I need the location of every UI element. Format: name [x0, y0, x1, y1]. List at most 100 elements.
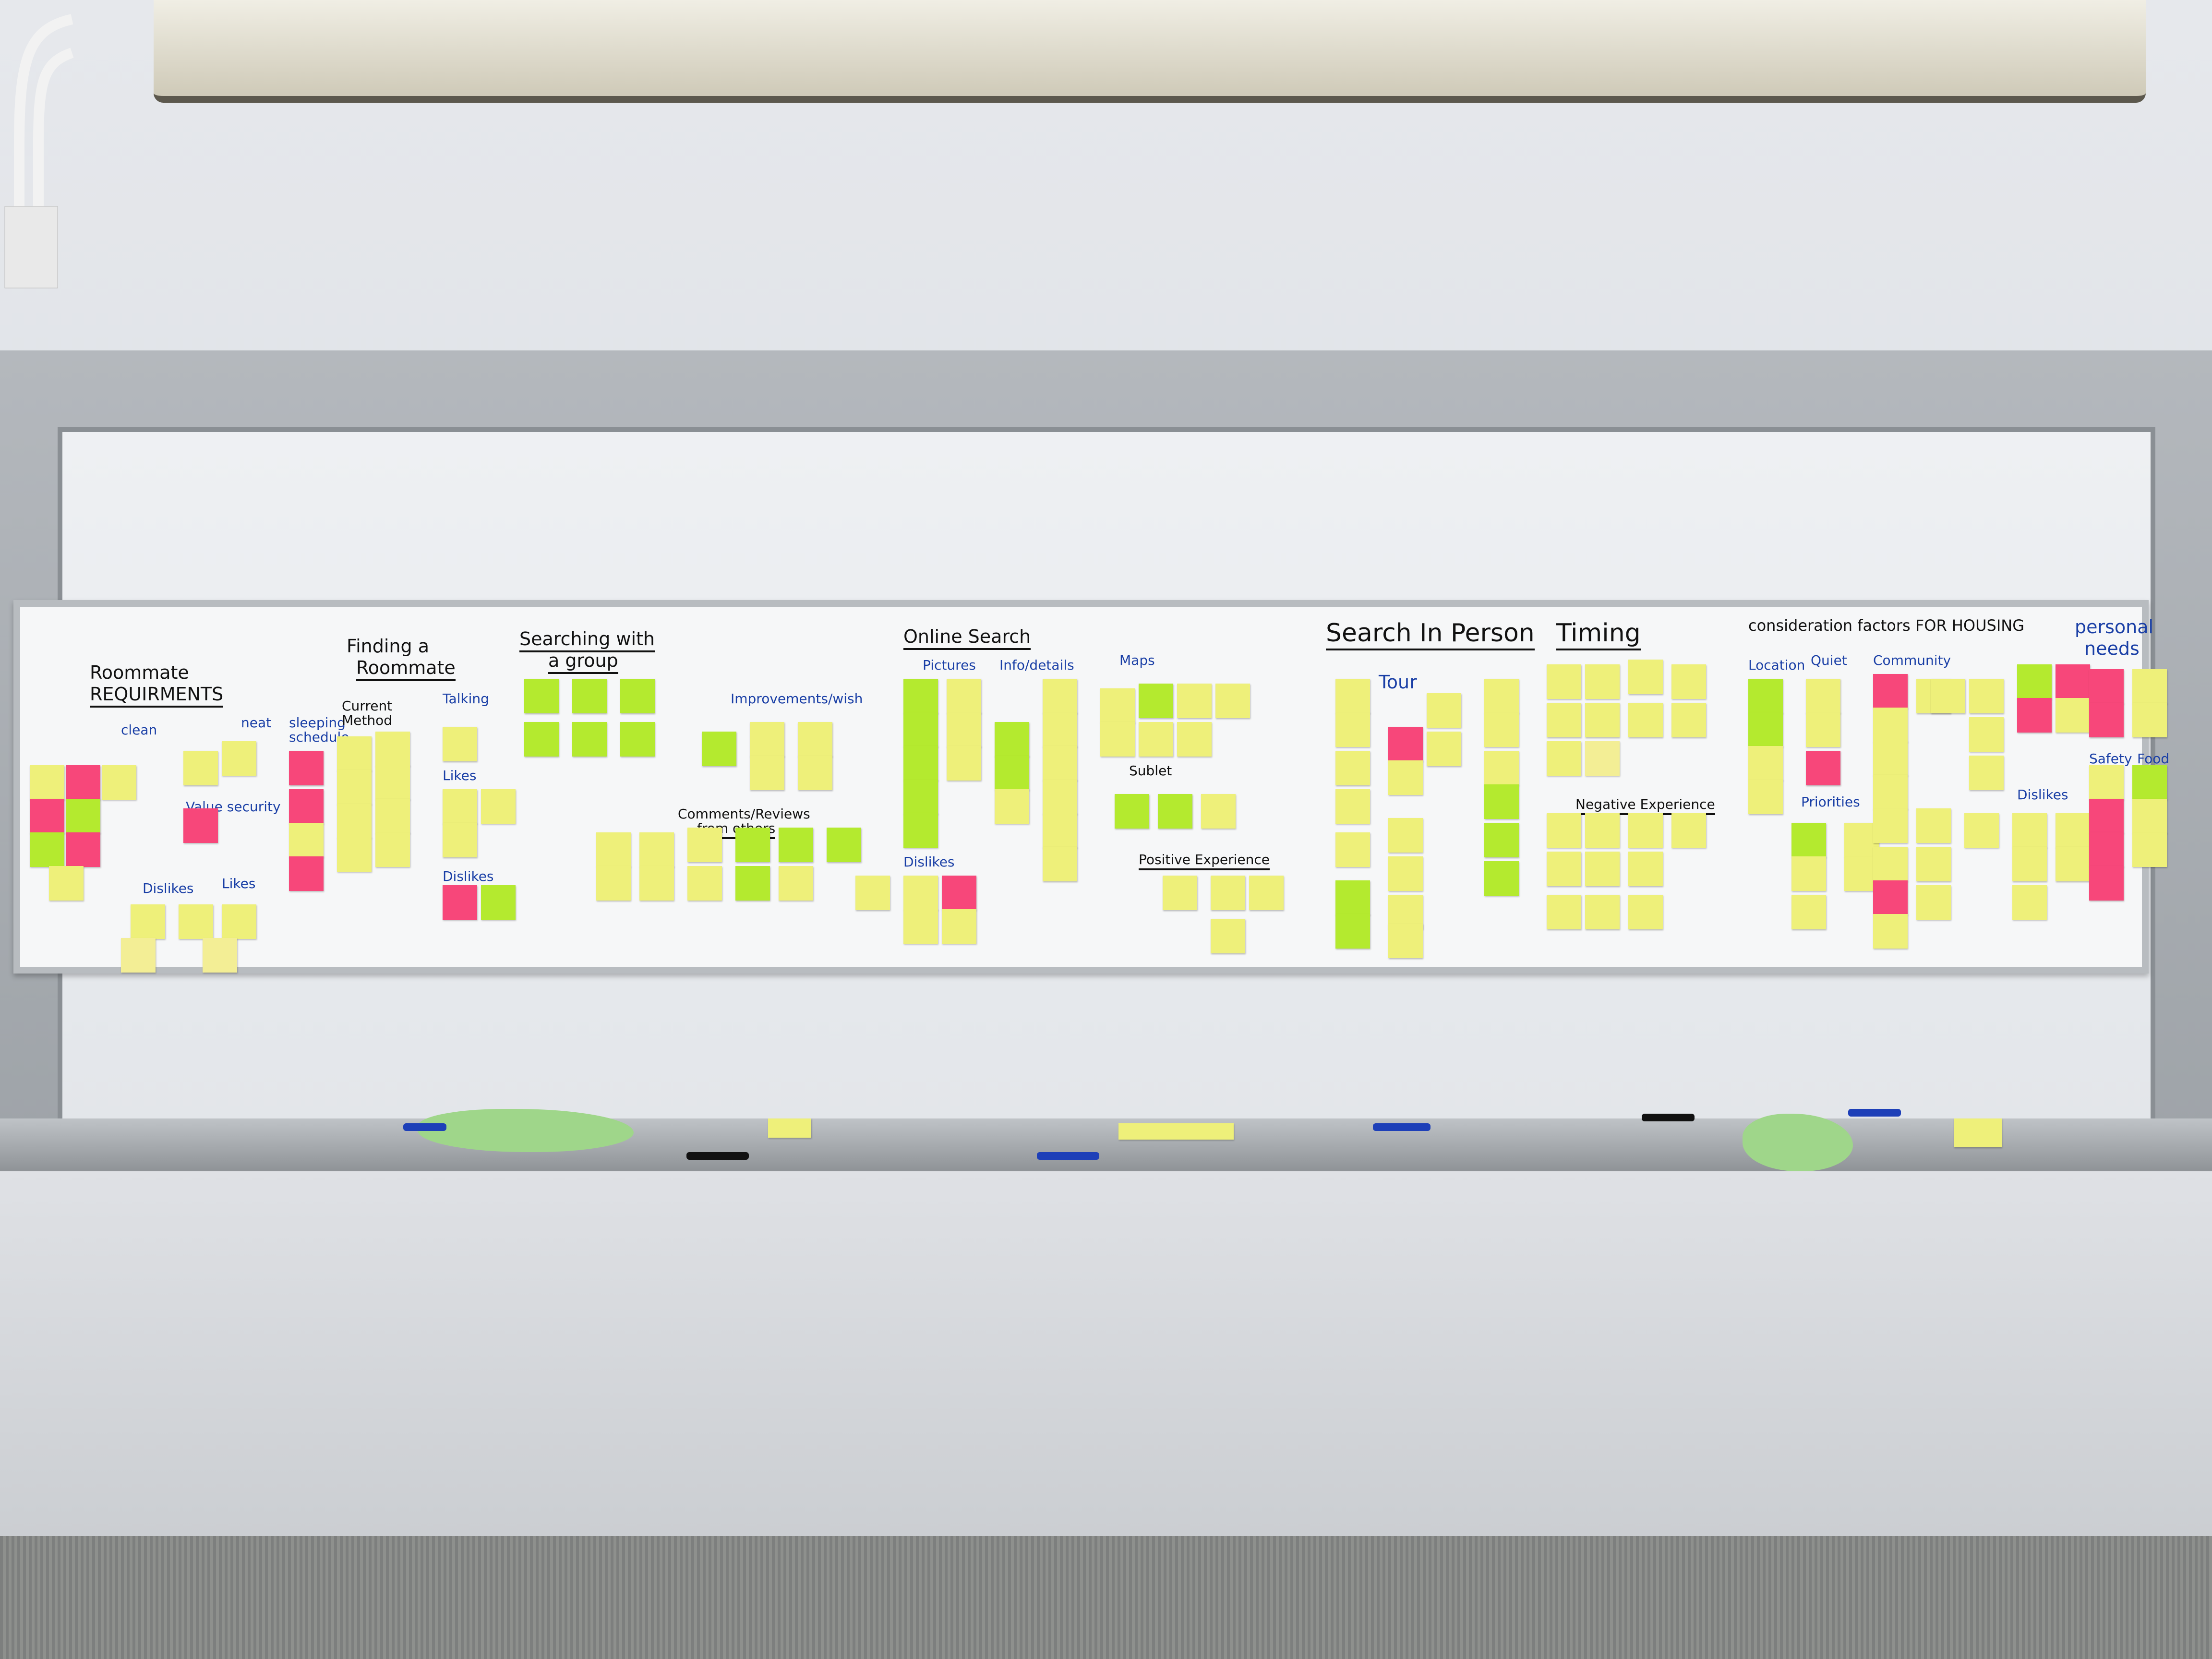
sticky-note [443, 885, 477, 920]
heading-finding: Finding a [347, 636, 429, 657]
sticky-note [2017, 698, 2052, 733]
label-clean: clean [121, 722, 157, 738]
sticky-note [222, 741, 256, 776]
sticky-note [1484, 823, 1519, 857]
sticky-note [1916, 808, 1951, 843]
sticky-note [1671, 703, 1706, 737]
sticky-note [2089, 765, 2124, 800]
sticky-note [1628, 813, 1663, 848]
heading-personal: personal [2075, 616, 2154, 637]
blue-marker-4 [1848, 1109, 1901, 1117]
sticky-note [337, 804, 372, 838]
sticky-note [1873, 708, 1908, 742]
sticky-note [49, 866, 84, 901]
sticky-note [779, 866, 813, 901]
sticky-note [2012, 847, 2047, 881]
blue-marker-3 [1373, 1123, 1431, 1131]
wall-conduit [4, 14, 74, 289]
sticky-note [1873, 914, 1908, 949]
sticky-note [2012, 813, 2047, 848]
sticky-note [1043, 813, 1077, 848]
marker-tray [0, 1118, 2212, 1171]
label-talking: Talking [443, 691, 489, 707]
heading-requirements: REQUIRMENTS [90, 684, 224, 708]
sticky-note [1547, 813, 1581, 848]
heading-search-in-person: Search In Person [1326, 619, 1535, 650]
label-likes: Likes [443, 768, 477, 783]
sticky-note [1628, 660, 1663, 694]
sticky-note [1916, 885, 1951, 920]
sticky-note [66, 799, 100, 833]
sticky-note [1484, 751, 1519, 785]
label-priorities: Priorities [1801, 794, 1860, 810]
heading-online-search: Online Search [903, 626, 1031, 650]
sticky-note [1139, 684, 1173, 718]
sticky-note [1969, 717, 2004, 752]
sticky-note [2056, 664, 2090, 699]
tray-note [768, 1118, 811, 1138]
sticky-note [222, 904, 256, 939]
sticky-note [443, 727, 477, 761]
blue-marker-2 [1037, 1152, 1099, 1160]
heading-roommate: Roommate [90, 662, 189, 683]
sticky-note [1748, 712, 1783, 747]
sticky-note [1484, 784, 1519, 819]
sticky-note [2017, 664, 2052, 699]
sticky-note [1043, 679, 1077, 713]
label-neat: neat [241, 715, 272, 731]
sticky-note [620, 722, 655, 757]
sticky-note [1585, 895, 1620, 929]
heading-group: a group [548, 650, 618, 674]
sticky-note [702, 732, 736, 766]
label-location: Location [1748, 657, 1805, 673]
sticky-note [1628, 703, 1663, 737]
sticky-note [1547, 895, 1581, 929]
sticky-note [2089, 799, 2124, 833]
sticky-note [572, 722, 607, 757]
sticky-note [1211, 876, 1245, 910]
sticky-note [903, 712, 938, 747]
sticky-note [443, 823, 477, 857]
sticky-note [1806, 751, 1840, 785]
sticky-note [1964, 813, 1999, 848]
sticky-note [1748, 679, 1783, 713]
sticky-note [1628, 895, 1663, 929]
sticky-note [798, 722, 832, 757]
sticky-note [2089, 703, 2124, 737]
sticky-note [443, 789, 477, 824]
sticky-note [620, 679, 655, 713]
sticky-note [131, 904, 165, 939]
sticky-note [1585, 703, 1620, 737]
sticky-note [1335, 679, 1370, 713]
sticky-note [735, 828, 770, 862]
sticky-note [1671, 664, 1706, 699]
label-maps: Maps [1119, 652, 1155, 668]
sticky-note [1873, 808, 1908, 843]
sticky-note [1484, 861, 1519, 896]
sticky-note [1335, 880, 1370, 915]
sticky-note [687, 828, 722, 862]
sticky-note [1547, 664, 1581, 699]
sticky-note [1388, 818, 1423, 853]
sticky-note [1969, 756, 2004, 790]
sticky-note [30, 832, 64, 867]
sticky-note [572, 679, 607, 713]
sticky-note [375, 765, 410, 800]
sticky-note [855, 876, 890, 910]
sticky-note [2089, 832, 2124, 867]
sticky-note [337, 837, 372, 872]
heading-needs: needs [2084, 638, 2140, 659]
sticky-note [524, 722, 559, 757]
sticky-note [1806, 679, 1840, 713]
sticky-note [179, 904, 213, 939]
label-likes-left: Likes [222, 876, 256, 891]
sticky-note [524, 679, 559, 713]
sticky-note [1427, 693, 1461, 728]
label-community: Community [1873, 652, 1951, 668]
tray-notes-cluster [1118, 1123, 1234, 1140]
sticky-note [1215, 684, 1250, 718]
sticky-note [687, 866, 722, 901]
heading-searching: Searching with [519, 628, 655, 652]
sticky-note [66, 765, 100, 800]
sticky-note [1873, 674, 1908, 709]
